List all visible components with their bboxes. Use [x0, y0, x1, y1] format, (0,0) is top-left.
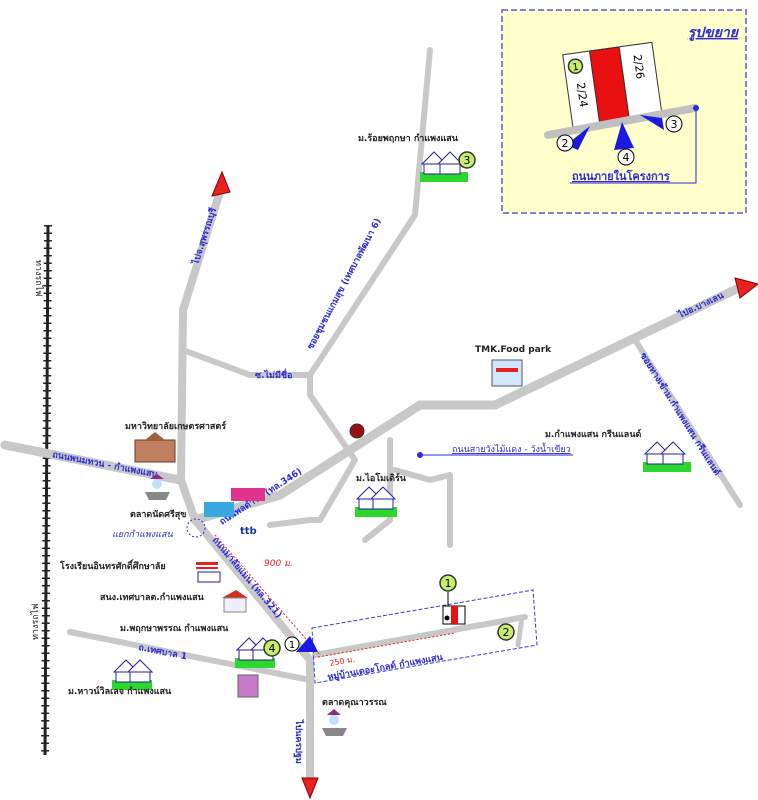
svg-text:2: 2	[562, 137, 569, 150]
railway	[41, 224, 52, 756]
direction-arrow-1	[296, 636, 318, 652]
label-wang-nam-khiao: ถนนสายวังไม้แดง - วังน้ำเขียว	[452, 442, 571, 455]
label-market-khunawan: ตลาดคุณาวรรณ	[322, 698, 387, 708]
label-malai-man: ถนนมาลัยแมน (ทล.321)	[210, 535, 284, 621]
label-tmk: TMK.Food park	[475, 345, 552, 355]
bank-logo-gsb	[231, 488, 265, 501]
svg-text:1: 1	[572, 62, 580, 74]
market-vendor-icon	[145, 474, 170, 500]
house-icon	[355, 486, 397, 517]
svg-text:3: 3	[464, 154, 471, 167]
label-railway-2: ทางรถไฟ	[30, 603, 41, 640]
label-i-modern: ม.ไอโมเดิร์น	[356, 472, 407, 484]
label-market-srisuk: ตลาดนัดศรีสุข	[130, 509, 186, 520]
bank-logo-ttb: ttb	[240, 526, 257, 537]
marker-1: 1	[439, 574, 457, 592]
label-to-nakhon-pathom: ไปนครปฐม	[293, 719, 305, 764]
food-park-icon	[491, 359, 523, 387]
bank-logo-blue	[204, 502, 234, 517]
svg-text:4: 4	[269, 642, 276, 655]
inset-road-label: ถนนภายในโครงการ	[572, 169, 670, 183]
label-to-suphan: ไปจ.สุพรรณบุรี	[189, 206, 219, 267]
svg-text:3: 3	[671, 118, 678, 131]
marker-a1: 1	[284, 636, 300, 652]
label-soi-nameless: ซ.ไม่มีชื่อ	[255, 368, 292, 381]
market-vendor-icon	[322, 709, 347, 736]
label-haven: ม.หาวน์วิลเลจ กำแพงแสน	[68, 685, 172, 697]
marker-2: 2	[497, 623, 515, 641]
label-greenland: ม.กำแพงแสน กรีนแลนด์	[545, 428, 641, 440]
label-to-banglen: ไปอ.บางเลน	[675, 289, 726, 321]
label-railway-1: ทางรถไฟ	[33, 260, 44, 297]
label-municipal: สนง.เทศบาลต.กำแพงแสน	[100, 592, 205, 603]
label-thetsaban-1: ถ.เทศบาล 1	[137, 643, 187, 662]
house-icon	[643, 441, 691, 472]
label-phruksa-phan: ม.พฤกษาพรรณ กำแพงแสน	[120, 623, 229, 634]
university-icon	[134, 432, 176, 463]
house-icon	[420, 151, 468, 182]
roads	[0, 47, 750, 784]
marker-3: 3	[458, 151, 476, 169]
svg-text:4: 4	[623, 151, 630, 164]
project-plot	[442, 592, 466, 625]
municipal-office-icon	[222, 590, 248, 613]
marker-4: 4	[263, 639, 281, 657]
arrow-east-icon	[734, 277, 758, 299]
inset-title: รูปขยาย	[688, 25, 740, 41]
svg-text:1: 1	[445, 577, 452, 590]
distance-900: 900 ม.	[264, 559, 293, 569]
label-kasetsart: มหาวิทยาลัยเกษตรศาสตร์	[125, 420, 226, 432]
distance-250: 250 ม.	[329, 655, 356, 668]
school-icon	[196, 562, 221, 583]
svg-text:2: 2	[503, 626, 510, 639]
arrow-north-icon	[211, 170, 231, 197]
svg-text:1: 1	[289, 640, 295, 651]
label-junction: แยกกำแพงแสน	[112, 529, 173, 540]
house-icon	[112, 659, 154, 690]
temple-icon	[237, 674, 259, 698]
plot-2-26: 2/26	[630, 54, 646, 80]
inset-enlarged-view: รูปขยาย 1 2/24 2/26 ถนนภายในโครงการ 2 3 …	[501, 9, 747, 214]
label-school: โรงเรียนอินทรศักดิ์ศึกษาลัย	[59, 559, 166, 572]
cafe-icon	[349, 423, 365, 439]
plot-2-24: 2/24	[574, 82, 590, 108]
arrow-south-icon	[301, 777, 319, 800]
label-roi-phruksa: ม.ร้อยพฤกษา กำแพงแสน	[358, 133, 459, 144]
